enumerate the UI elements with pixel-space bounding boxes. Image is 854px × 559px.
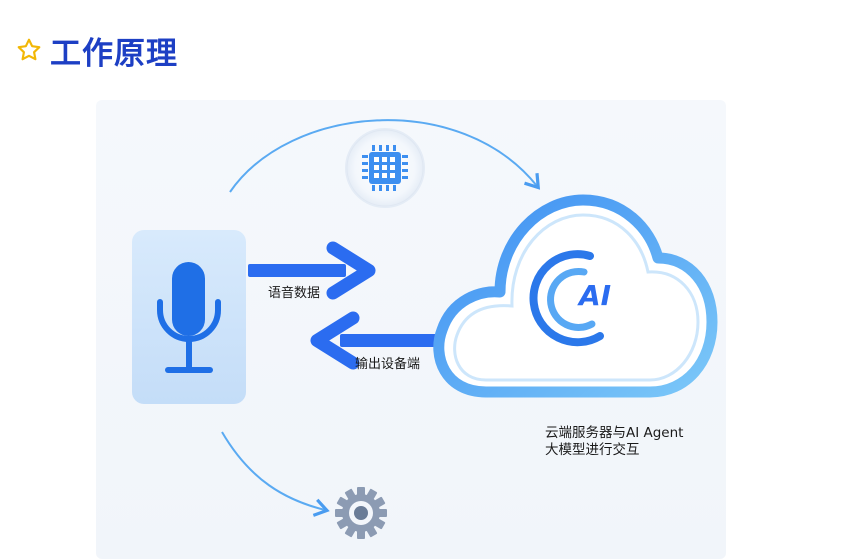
star-outline-icon: [17, 38, 41, 61]
voice-data-label: 语音数据: [268, 286, 321, 301]
caption-line-2: 大模型进行交互: [545, 442, 640, 458]
voice-data-arrow: [248, 241, 376, 300]
cloud-caption: 云端服务器与AI Agent 大模型进行交互: [545, 425, 683, 459]
chip-icon: [345, 128, 425, 208]
top-arc-connector: [229, 119, 541, 193]
ai-logo-icon: AI: [529, 250, 611, 347]
bottom-arc-connector: [221, 431, 330, 517]
section-header: 工作原理: [16, 28, 178, 72]
gear-icon: [335, 487, 387, 539]
page-title: 工作原理: [50, 35, 178, 72]
cloud-icon: [433, 194, 718, 398]
output-device-label: 输出设备端: [355, 357, 421, 372]
microphone-card: [132, 230, 246, 404]
caption-line-1: 云端服务器与AI Agent: [545, 425, 684, 441]
output-arrow: [310, 311, 438, 370]
ai-badge-text: AI: [577, 279, 611, 312]
microphone-icon: [157, 262, 221, 373]
